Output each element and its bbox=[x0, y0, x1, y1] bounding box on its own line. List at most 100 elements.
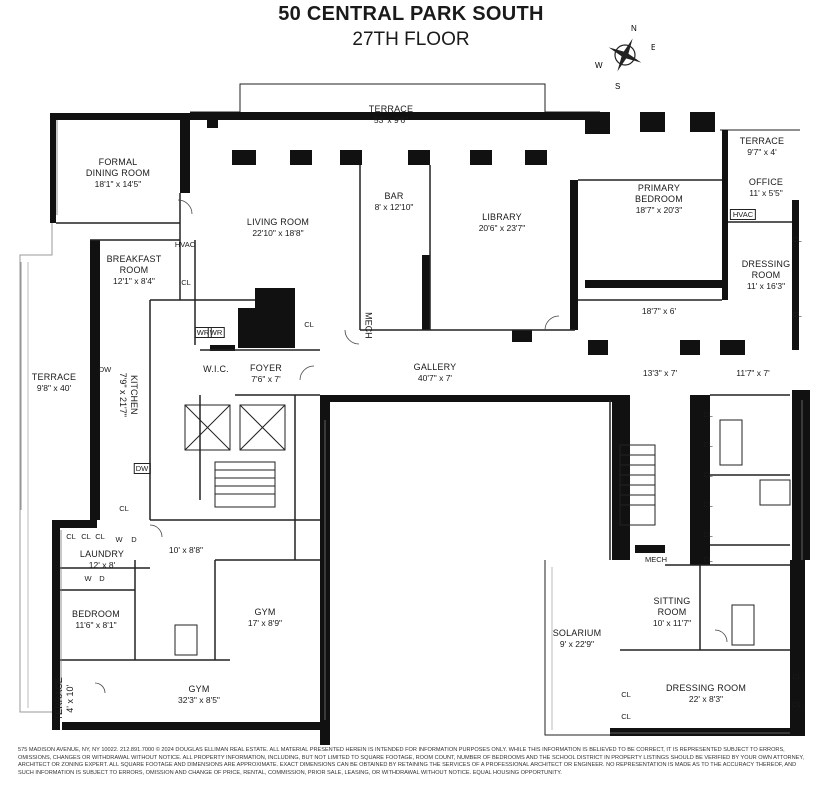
primary-bedroom-dims: 18'7" x 20'3" bbox=[635, 204, 683, 215]
dressing-room-s-name: DRESSING ROOM bbox=[665, 683, 747, 693]
closet-dressing-s-4: CL bbox=[621, 712, 631, 721]
closet-breakfast: CL bbox=[181, 278, 191, 287]
closet-dressing-s-2: CL bbox=[792, 700, 802, 709]
floor-subtitle: 27TH FLOOR bbox=[352, 29, 470, 50]
office-name: OFFICE bbox=[748, 177, 784, 187]
closet-hall-6: CL bbox=[703, 555, 713, 564]
hall-c-dims: 11'7" x 7' bbox=[736, 368, 770, 378]
living-room-dims: 22'10" x 18'8" bbox=[252, 227, 304, 238]
dishwasher-bottom: DW bbox=[133, 463, 151, 474]
bedroom-label: BEDROOM 11'6" x 8'1" bbox=[72, 609, 120, 630]
formal-dining-label: FORMAL DINING ROOM 18'1" x 14'5" bbox=[86, 157, 150, 189]
hall-c-label: 11'7" x 7' bbox=[736, 368, 770, 378]
closet-dressing-2: CL bbox=[792, 310, 802, 319]
foyer-dims: 7'6" x 7' bbox=[251, 373, 281, 384]
kitchen-label: KITCHEN 7'9" x 21'7" bbox=[117, 355, 139, 435]
foyer-label: FOYER 7'6" x 7' bbox=[250, 363, 282, 384]
closet-laundry-2: CL bbox=[81, 532, 91, 541]
office-label: OFFICE 11' x 5'5" bbox=[749, 177, 783, 198]
compass-e: E bbox=[651, 43, 655, 52]
laundry-label: LAUNDRY 12' x 8' bbox=[80, 549, 124, 570]
bar-dims: 8' x 12'10" bbox=[374, 201, 414, 212]
closet-hall-4: CL bbox=[703, 500, 713, 509]
breakfast-room-name-2: ROOM bbox=[119, 264, 149, 275]
library-label: LIBRARY 20'6" x 23'7" bbox=[479, 212, 526, 233]
primary-bedroom-label: PRIMARY BEDROOM 18'7" x 20'3" bbox=[635, 183, 683, 215]
closet-dressing-s-3: CL bbox=[621, 690, 631, 699]
closet-hall-5: CL bbox=[703, 530, 713, 539]
gym-upper-name: GYM bbox=[254, 607, 276, 617]
hall-a-dims: 18'7" x 6' bbox=[641, 306, 677, 316]
bedroom-dims: 11'6" x 8'1" bbox=[75, 619, 117, 630]
dressing-room-e-label: DRESSING ROOM 11' x 16'3" bbox=[742, 259, 791, 291]
gallery-dims: 40'7" x 7' bbox=[417, 372, 453, 383]
terrace-sw-dims: 4' x 10' bbox=[65, 684, 75, 713]
gym-lower-name: GYM bbox=[188, 684, 210, 694]
bedroom-name: BEDROOM bbox=[72, 609, 120, 619]
formal-dining-name-1: FORMAL bbox=[98, 157, 138, 167]
mech-solarium: MECH bbox=[644, 555, 668, 564]
primary-bedroom-name-2: BEDROOM bbox=[635, 193, 683, 204]
sitting-room-dims: 10' x 11'7" bbox=[652, 617, 692, 628]
gym-lower-label: GYM 32'3" x 8'5" bbox=[178, 684, 220, 705]
gym-lower-dims: 32'3" x 8'5" bbox=[178, 694, 220, 705]
hvac-office: HVAC bbox=[729, 209, 757, 220]
terrace-ne-dims: 9'7" x 4' bbox=[747, 146, 777, 157]
gallery-label: GALLERY 40'7" x 7' bbox=[414, 362, 457, 383]
dryer-bottom: D bbox=[99, 574, 105, 583]
hall-d-label: 10' x 8'8" bbox=[169, 545, 203, 555]
compass-icon: N E S W bbox=[595, 24, 655, 90]
closet-dressing-s-1: CL bbox=[792, 672, 802, 681]
wr-right: WR bbox=[207, 327, 225, 338]
dressing-room-s-label: DRESSING ROOM 22' x 8'3" bbox=[666, 683, 746, 704]
hvac-dining: HVAC bbox=[174, 240, 196, 249]
dressing-room-s-dims: 22' x 8'3" bbox=[688, 693, 724, 704]
terrace-sw-name: TERRACE bbox=[54, 677, 65, 721]
washer-top: W bbox=[115, 535, 123, 544]
dressing-room-e-dims: 11' x 16'3" bbox=[746, 280, 786, 291]
wic-name: W.I.C. bbox=[203, 364, 229, 374]
hall-b-dims: 13'3" x 7' bbox=[642, 368, 678, 378]
closet-hall-2: CL bbox=[703, 440, 713, 449]
dressing-room-e-name-1: DRESSING bbox=[741, 259, 791, 269]
terrace-ne-name: TERRACE bbox=[739, 136, 785, 146]
terrace-top-label: TERRACE 53' x 9'6" bbox=[369, 104, 413, 125]
kitchen-name: KITCHEN bbox=[128, 375, 139, 415]
terrace-top-name: TERRACE bbox=[368, 104, 414, 114]
hall-d-dims: 10' x 8'8" bbox=[168, 545, 204, 555]
breakfast-room-name-1: BREAKFAST bbox=[106, 254, 162, 264]
breakfast-room-label: BREAKFAST ROOM 12'1" x 8'4" bbox=[107, 254, 162, 286]
compass-n: N bbox=[631, 24, 637, 33]
library-dims: 20'6" x 23'7" bbox=[478, 222, 526, 233]
library-name: LIBRARY bbox=[482, 212, 522, 222]
dishwasher-top: DW bbox=[98, 365, 112, 374]
hall-a-label: 18'7" x 6' bbox=[642, 306, 676, 316]
closet-hall-3: CL bbox=[703, 470, 713, 479]
gym-upper-label: GYM 17' x 8'9" bbox=[248, 607, 282, 628]
terrace-west-name: TERRACE bbox=[31, 372, 77, 382]
gym-upper-dims: 17' x 8'9" bbox=[247, 617, 283, 628]
plan-title: 50 CENTRAL PARK SOUTH bbox=[278, 3, 544, 25]
laundry-dims: 12' x 8' bbox=[88, 559, 116, 570]
formal-dining-name-2: DINING ROOM bbox=[85, 167, 151, 178]
closet-dressing-1: CL bbox=[792, 235, 802, 244]
terrace-ne-label: TERRACE 9'7" x 4' bbox=[740, 136, 784, 157]
gallery-name: GALLERY bbox=[413, 362, 457, 372]
solarium-dims: 9' x 22'9" bbox=[559, 638, 595, 649]
solarium-name: SOLARIUM bbox=[552, 628, 602, 638]
sitting-room-name-2: ROOM bbox=[657, 606, 687, 617]
closet-hall-1: CL bbox=[703, 410, 713, 419]
hall-b-label: 13'3" x 7' bbox=[643, 368, 677, 378]
closet-laundry-1: CL bbox=[66, 532, 76, 541]
terrace-west-dims: 9'8" x 40' bbox=[36, 382, 72, 393]
sitting-room-label: SITTING ROOM 10' x 11'7" bbox=[653, 596, 691, 628]
bar-name: BAR bbox=[384, 191, 404, 201]
washer-bottom: W bbox=[84, 574, 92, 583]
closet-kitchen: CL bbox=[119, 504, 129, 513]
terrace-sw-label: TERRACE 4' x 10' bbox=[54, 674, 76, 724]
kitchen-dims: 7'9" x 21'7" bbox=[118, 372, 128, 417]
dressing-room-e-name-2: ROOM bbox=[751, 269, 781, 280]
foyer-name: FOYER bbox=[249, 363, 283, 373]
compass-s: S bbox=[615, 82, 620, 90]
